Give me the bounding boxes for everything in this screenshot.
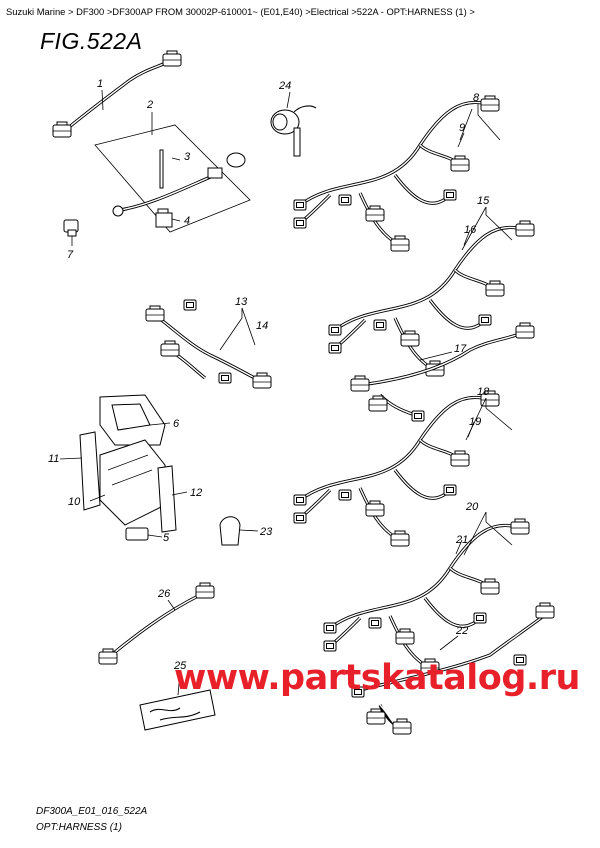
- part-4-relay: [155, 208, 173, 228]
- footer-drawing-code: DF300A_E01_016_522A: [36, 806, 148, 817]
- part-24-buzzer: [270, 105, 317, 157]
- part-6-bracket: [99, 394, 166, 446]
- figure-title: FIG.522A: [40, 28, 143, 54]
- callout-22[interactable]: 22: [455, 625, 468, 637]
- callout-8[interactable]: 8: [473, 92, 480, 104]
- part-17-harness: [350, 322, 535, 422]
- callout-18[interactable]: 18: [477, 386, 490, 398]
- callout-6[interactable]: 6: [173, 418, 180, 430]
- callout-1[interactable]: 1: [97, 78, 103, 90]
- part-23-cover: [219, 516, 241, 546]
- callout-2[interactable]: 2: [146, 99, 153, 111]
- part-26-cable: [98, 582, 215, 665]
- callout-7[interactable]: 7: [67, 249, 74, 261]
- callout-21[interactable]: 21: [455, 534, 468, 546]
- callout-16[interactable]: 16: [464, 224, 477, 236]
- callout-15[interactable]: 15: [477, 195, 490, 207]
- part-3-ground-cable: [112, 149, 246, 217]
- part-13-harness: [145, 299, 272, 389]
- callout-26[interactable]: 26: [157, 588, 171, 600]
- callout-10[interactable]: 10: [68, 496, 81, 508]
- callout-20[interactable]: 20: [465, 501, 479, 513]
- part-11-clip: [79, 431, 101, 511]
- breadcrumb[interactable]: Suzuki Marine > DF300 >DF300AP FROM 3000…: [6, 6, 475, 17]
- callout-19[interactable]: 19: [469, 416, 481, 428]
- callout-25[interactable]: 25: [173, 660, 187, 672]
- callout-5[interactable]: 5: [163, 532, 170, 544]
- callout-14[interactable]: 14: [256, 320, 268, 332]
- callout-leaders: [59, 89, 513, 696]
- footer-figure-name: OPT:HARNESS (1): [36, 822, 122, 833]
- part-15-harness: [329, 221, 534, 376]
- part-25-parts-bag: [139, 689, 216, 731]
- part-10-ecu: [99, 439, 166, 526]
- part-18-harness: [294, 391, 499, 546]
- part-5-grommet: [125, 527, 149, 541]
- callout-4[interactable]: 4: [184, 215, 190, 227]
- part-1-cable: [52, 50, 182, 138]
- callout-24[interactable]: 24: [278, 80, 291, 92]
- callout-11[interactable]: 11: [48, 453, 59, 465]
- callout-12[interactable]: 12: [190, 487, 202, 499]
- callout-13[interactable]: 13: [235, 296, 248, 308]
- callout-9[interactable]: 9: [459, 122, 465, 134]
- part-22-harness: [351, 602, 555, 735]
- callout-3[interactable]: 3: [184, 151, 191, 163]
- part-7-cap: [63, 219, 79, 237]
- callout-23[interactable]: 23: [259, 526, 273, 538]
- part-12-clip: [157, 465, 177, 533]
- callout-17[interactable]: 17: [454, 343, 467, 355]
- watermark-text: www.partskatalog.ru: [174, 658, 580, 698]
